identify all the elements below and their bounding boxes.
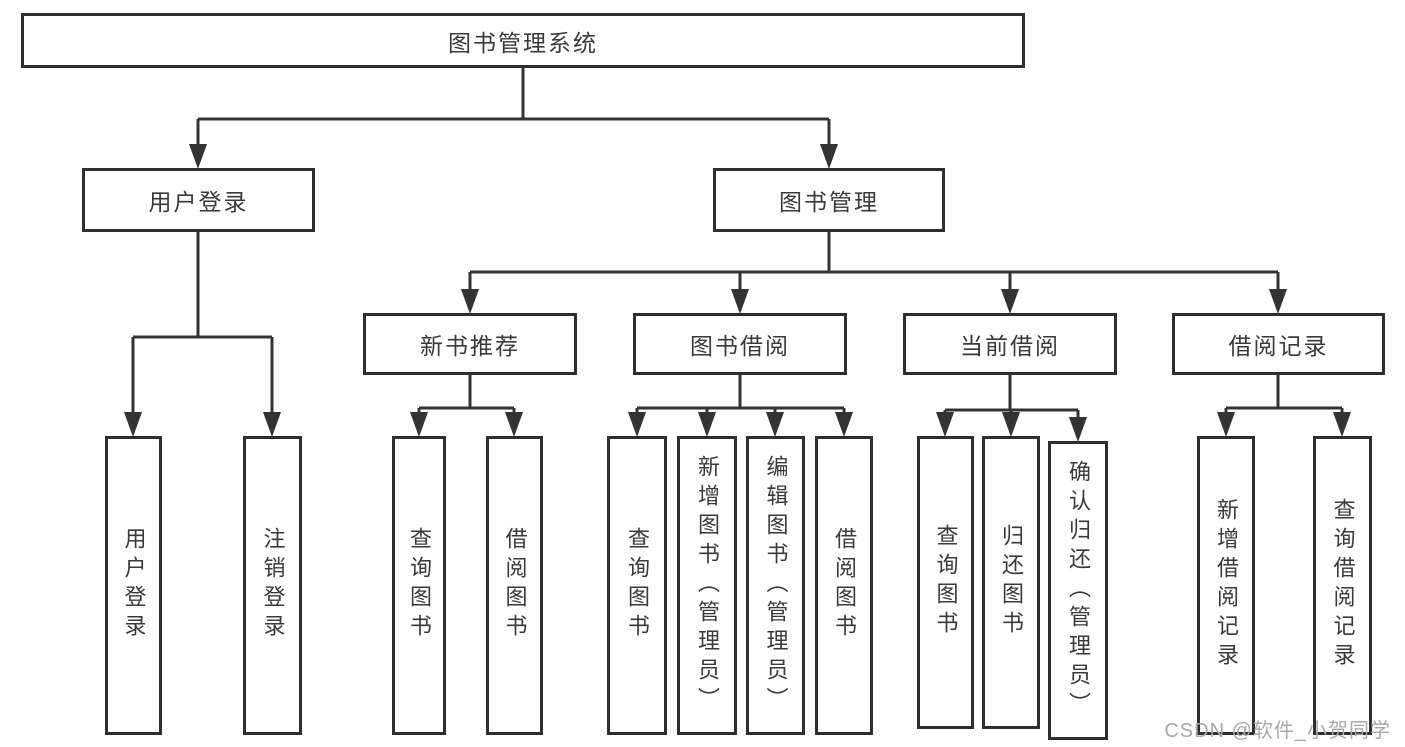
leaf-add-borrow-record: 新增借阅记录 — [1197, 436, 1255, 735]
leaf-label: 编辑图书（管理员） — [763, 454, 789, 717]
node-book-management: 图书管理 — [713, 168, 945, 232]
leaf-label: 查询图书 — [407, 527, 432, 644]
leaf-user-login: 用户登录 — [105, 436, 162, 735]
leaf-logout-login: 注销登录 — [243, 436, 302, 735]
leaf-label: 归还图书 — [999, 524, 1024, 641]
leaf-query-book-1: 查询图书 — [392, 436, 446, 735]
leaf-label: 查询借阅记录 — [1330, 498, 1356, 673]
node-root-label: 图书管理系统 — [448, 29, 598, 56]
node-user-login: 用户登录 — [82, 168, 315, 232]
leaf-label: 新增借阅记录 — [1214, 498, 1239, 673]
leaf-label: 用户登录 — [121, 527, 147, 644]
leaf-label: 借阅图书 — [502, 527, 528, 644]
node-label: 当前借阅 — [960, 333, 1060, 359]
leaf-label: 注销登录 — [260, 527, 286, 644]
leaf-query-book-2: 查询图书 — [607, 436, 667, 735]
leaf-label: 确认归还（管理员） — [1066, 459, 1091, 722]
leaf-return-book: 归还图书 — [982, 436, 1040, 729]
node-root: 图书管理系统 — [21, 13, 1025, 68]
leaf-query-book-3: 查询图书 — [917, 436, 974, 729]
leaf-borrow-book-2: 借阅图书 — [815, 436, 873, 735]
leaf-edit-book-admin: 编辑图书（管理员） — [746, 436, 805, 735]
leaf-label: 查询图书 — [933, 524, 959, 641]
leaf-add-book-admin: 新增图书（管理员） — [677, 436, 737, 735]
leaf-confirm-return-admin: 确认归还（管理员） — [1048, 441, 1108, 740]
node-borrow-records: 借阅记录 — [1172, 313, 1385, 375]
arrow-heads — [124, 144, 1351, 442]
node-label: 图书管理 — [779, 189, 879, 215]
leaf-label: 查询图书 — [625, 527, 650, 644]
leaf-label: 新增图书（管理员） — [695, 454, 720, 717]
node-new-book-recommend: 新书推荐 — [363, 313, 577, 375]
leaf-label: 借阅图书 — [832, 527, 857, 644]
node-book-borrow: 图书借阅 — [633, 313, 847, 375]
node-current-borrow: 当前借阅 — [903, 313, 1117, 375]
leaf-query-borrow-record: 查询借阅记录 — [1313, 436, 1372, 735]
node-label: 图书借阅 — [690, 333, 790, 359]
node-label: 新书推荐 — [420, 333, 520, 359]
node-label: 用户登录 — [148, 189, 249, 215]
leaf-borrow-book-1: 借阅图书 — [486, 436, 543, 735]
node-label: 借阅记录 — [1228, 333, 1329, 359]
